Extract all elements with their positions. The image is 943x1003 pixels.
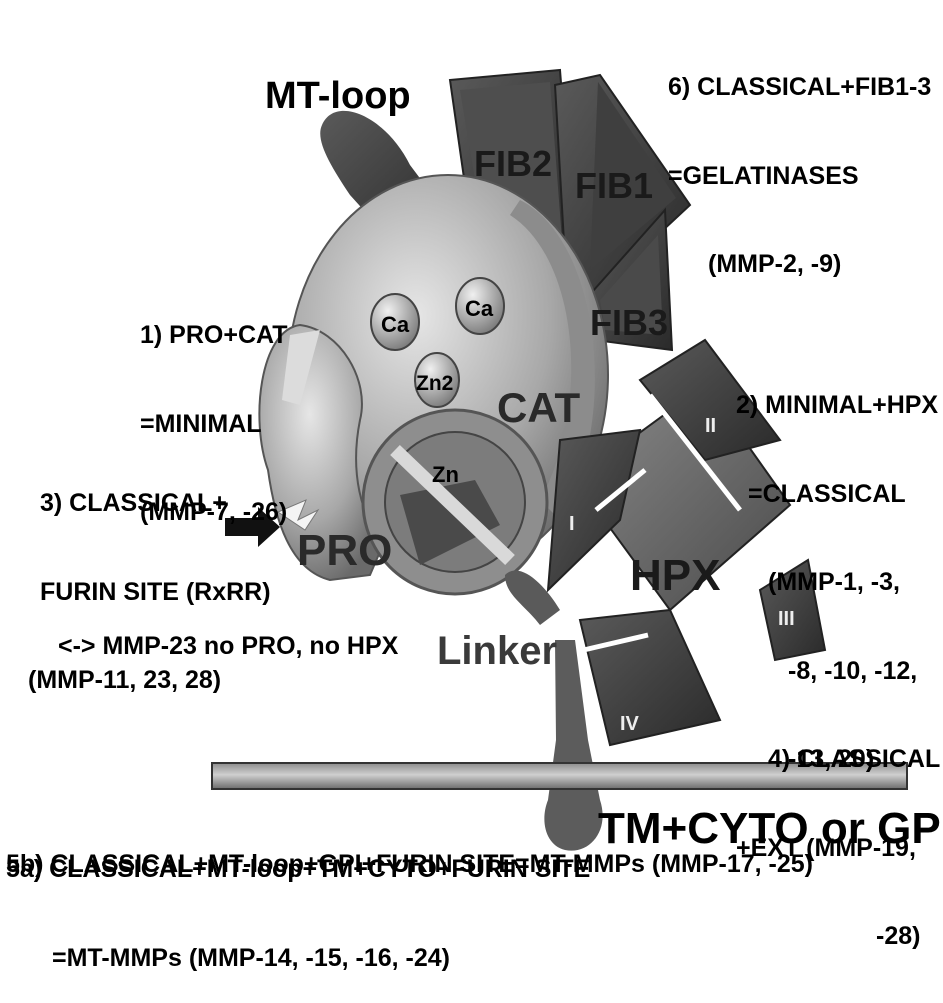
mmp-domain-diagram: MT-loop FIB2 FIB1 FIB3 Ca Ca Zn2 CAT Zn … [0, 0, 943, 882]
fib2-label: FIB2 [474, 143, 552, 184]
annotation-2-line-1: 2) MINIMAL+HPX [736, 391, 938, 421]
annotation-5b: 5b) CLASSICAL+MT-loop+GPI+FURIN SITE=MT-… [6, 850, 813, 880]
blade-ii-label: II [705, 415, 716, 437]
blade-iv-label: IV [620, 713, 640, 735]
pro-label: PRO [297, 526, 392, 575]
annotation-1-line-1: 1) PRO+CAT [140, 321, 287, 351]
annotation-5a: 5a) CLASSICAL+MT-loop+TM+CYTO+FURIN SITE… [6, 796, 590, 1003]
hpx-label: HPX [630, 551, 720, 600]
annotation-2-line-4: -8, -10, -12, [748, 657, 938, 687]
cat-label: CAT [497, 384, 581, 431]
ca-right-label: Ca [465, 296, 494, 321]
annotation-4-line-1: 4) CLASSICAL [736, 745, 940, 775]
mt-loop-label: MT-loop [265, 75, 411, 117]
blade-i-label: I [569, 513, 575, 535]
fib1-label: FIB1 [575, 165, 653, 206]
annotation-3: 3) CLASSICAL+ FURIN SITE (RxRR) (MMP-11,… [28, 430, 271, 725]
zn2-label: Zn2 [416, 372, 453, 395]
zn-label: Zn [432, 462, 459, 487]
linker-label: Linker [437, 629, 557, 673]
annotation-4-line-3: -28) [736, 922, 940, 952]
annotation-6-line-3: (MMP-2, -9) [668, 250, 931, 280]
annotation-2-line-2: =CLASSICAL [748, 480, 938, 510]
annotation-3-line-1: 3) CLASSICAL+ [28, 489, 271, 519]
annotation-3-line-3: (MMP-11, 23, 28) [28, 666, 271, 696]
fib3-label: FIB3 [590, 302, 668, 343]
annotation-5a-line-2: =MT-MMPs (MMP-14, -15, -16, -24) [6, 944, 590, 974]
annotation-3-line-2: FURIN SITE (RxRR) [28, 578, 271, 608]
annotation-6-line-1: 6) CLASSICAL+FIB1-3 [668, 73, 931, 103]
mmp23-note: <-> MMP-23 no PRO, no HPX [58, 632, 398, 662]
annotation-2-line-3: (MMP-1, -3, [748, 568, 938, 598]
annotation-6: 6) CLASSICAL+FIB1-3 =GELATINASES (MMP-2,… [668, 14, 931, 309]
annotation-4: 4) CLASSICAL +EXT (MMP-19, -28) [736, 686, 940, 981]
annotation-6-line-2: =GELATINASES [668, 162, 931, 192]
hpx-blade-4 [580, 610, 720, 745]
ca-left-label: Ca [381, 312, 410, 337]
